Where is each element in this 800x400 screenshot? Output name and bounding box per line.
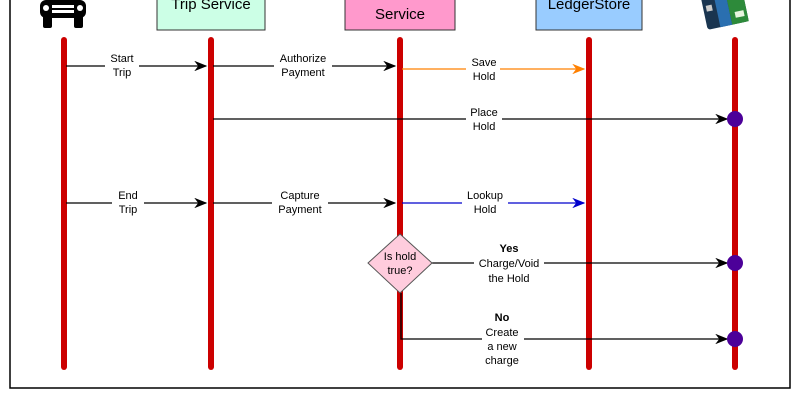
activation-dot [727,331,743,347]
participant-ledgerstore: LedgerStore [535,0,643,31]
decision-question-line1: Is hold [384,251,416,263]
label-authorize: Authorize [280,53,326,65]
label-lookup: Lookup [467,190,503,202]
label-trip: Trip [119,204,138,216]
activation-dot [727,111,743,127]
label-end: End [118,190,138,202]
car-icon [40,0,86,28]
label-hold: Hold [473,121,496,133]
label-hold: Hold [474,204,497,216]
decision-diamond: Is hold true? [367,233,433,294]
lifelines [61,37,738,370]
participant-payment-service: Service [344,0,456,31]
credit-card-icon [701,0,749,30]
label-payment: Payment [278,204,321,216]
label-charge-void: Charge/Void [479,258,540,270]
decision-question-line2: true? [387,265,412,277]
participant-label: Service [375,6,425,23]
label-the-hold: the Hold [489,273,530,285]
label-trip: Trip [113,67,132,79]
label-place: Place [470,107,498,119]
label-create: Create [485,327,518,339]
participant-label: LedgerStore [548,0,631,13]
label-charge: charge [485,355,519,367]
participant-label: Trip Service [171,0,250,13]
label-a-new: a new [487,341,516,353]
label-payment: Payment [281,67,324,79]
label-yes: Yes [500,243,519,255]
participant-trip-service: Trip Service [156,0,266,31]
label-hold: Hold [473,71,496,83]
label-no: No [495,312,510,324]
label-start: Start [110,53,133,65]
label-capture: Capture [280,190,319,202]
label-save: Save [471,57,496,69]
arrow-create-charge [400,293,729,345]
diagram-frame [9,0,791,389]
activation-dot [727,255,743,271]
